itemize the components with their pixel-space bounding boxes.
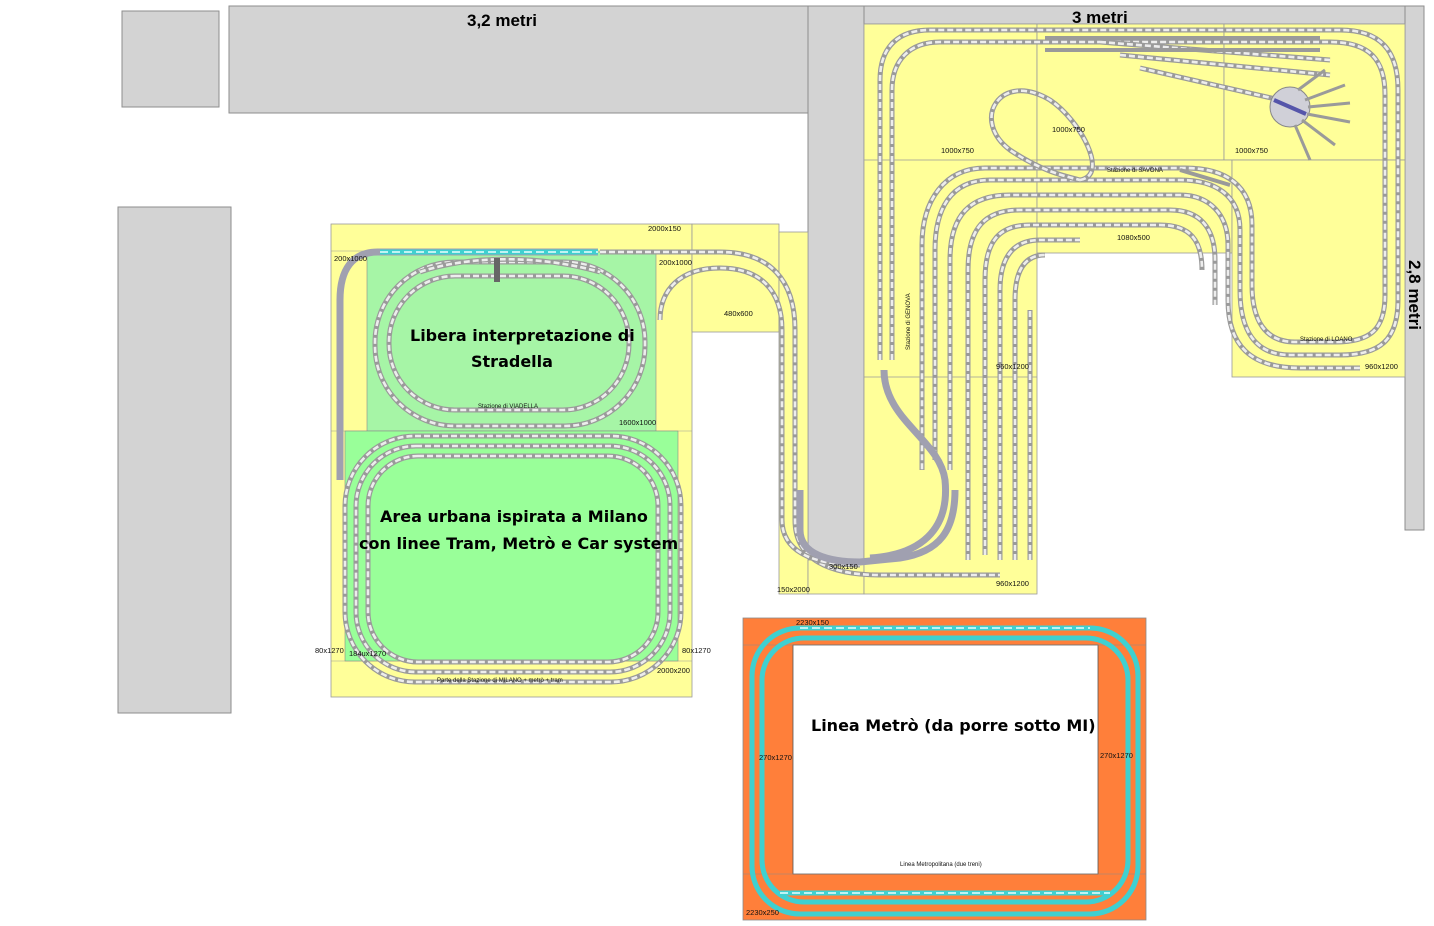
stradella-title-2: Stradella: [471, 352, 553, 371]
dim-960x1200-genova-top: 960x1200: [996, 362, 1029, 371]
station-loano: Stazione di LOANO: [1300, 337, 1353, 343]
milano-title-1: Area urbana ispirata a Milano: [380, 507, 648, 526]
station-viadella: Stazione di VIADELLA: [478, 404, 538, 410]
turntable: [1269, 68, 1351, 161]
milano-title-2: con linee Tram, Metrò e Car system: [359, 534, 678, 553]
dim-150x2000: 150x2000: [777, 585, 810, 594]
dim-960x1200-genova-bottom: 960x1200: [996, 579, 1029, 588]
wall-block-small: [121, 10, 220, 108]
walls: [117, 5, 1425, 714]
station-savona: Stazione di SAVONA: [1107, 168, 1163, 174]
dim-1000x750-left: 1000x750: [941, 146, 974, 155]
dim-1080x500: 1080x500: [1117, 233, 1150, 242]
dim-2230x150: 2230x150: [796, 618, 829, 627]
dim-2000x150: 2000x150: [648, 224, 681, 233]
wall-label-top-left: 3,2 metri: [467, 11, 537, 30]
metro-title: Linea Metrò (da porre sotto MI): [811, 716, 1096, 735]
dim-200x1000-left: 200x1000: [334, 254, 367, 263]
station-milano: Parte della Stazione di MILANO + metrò +…: [437, 678, 563, 684]
wall-top-left: [228, 5, 810, 114]
wall-vertical-mid: [807, 5, 865, 561]
wall-label-right: 2,8 metri: [1405, 260, 1424, 330]
tracks-genova: [869, 27, 1401, 562]
dim-80x1270-right: 80x1270: [682, 646, 711, 655]
station-metropolitana: Linea Metropolitana (due treni): [900, 862, 982, 868]
dim-270x1270-left: 270x1270: [759, 753, 792, 762]
wall-left: [117, 206, 232, 714]
dim-300x150: 300x150: [829, 562, 858, 571]
dim-960x1200-loano: 960x1200: [1365, 362, 1398, 371]
dim-270x1270-right: 270x1270: [1100, 751, 1133, 760]
dim-1600x1000: 1600x1000: [619, 418, 656, 427]
wall-top-right: [863, 5, 1406, 25]
metro-board-center: [792, 644, 1099, 875]
station-genova: Stazione di GENOVA: [906, 293, 912, 350]
dim-200x1000-right: 200x1000: [659, 258, 692, 267]
area-stradella: [366, 251, 657, 432]
board-480x600: [691, 223, 780, 333]
dim-1000x750-right: 1000x750: [1235, 146, 1268, 155]
wall-label-top-right: 3 metri: [1072, 8, 1128, 27]
metro-board: [742, 617, 1147, 921]
tracks-metro: [749, 625, 1141, 917]
dim-2230x250: 2230x250: [746, 908, 779, 917]
area-milano: [344, 430, 679, 662]
tracks-milano: [342, 249, 1000, 685]
dim-1000x750-mid: 1000x750: [1052, 125, 1085, 134]
dim-184ux1270: 184ux1270: [349, 649, 386, 658]
dim-80x1270-left: 80x1270: [315, 646, 344, 655]
dim-2000x200: 2000x200: [657, 666, 690, 675]
stradella-title-1: Libera interpretazione di: [410, 326, 635, 345]
dim-480x600: 480x600: [724, 309, 753, 318]
tracks-stradella: [336, 248, 648, 480]
